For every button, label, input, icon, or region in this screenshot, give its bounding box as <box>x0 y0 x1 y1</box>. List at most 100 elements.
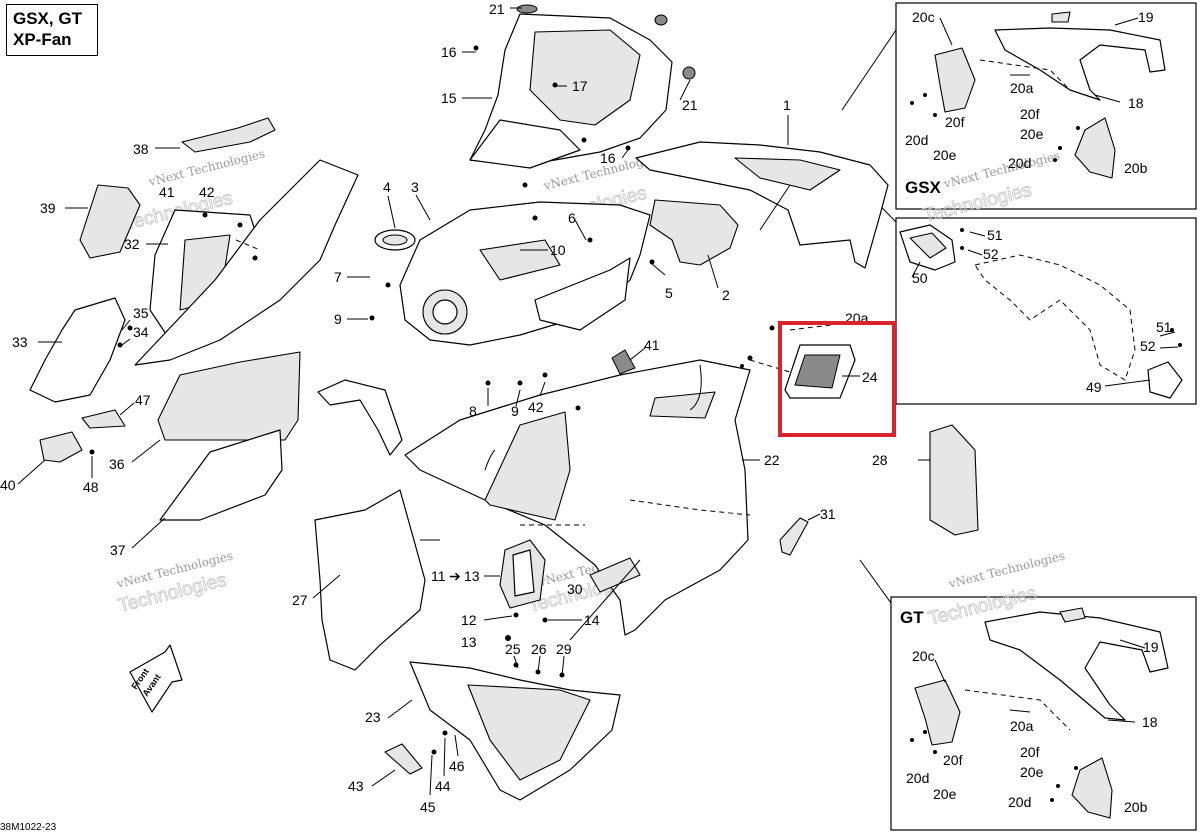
mirror-callout-50: 50 <box>912 270 928 286</box>
callout-41: 41 <box>644 337 660 353</box>
gsx-callout-20e-r: 20e <box>1020 126 1044 142</box>
gt-inset-title: GT <box>900 608 924 627</box>
grommet-part-21 <box>516 4 538 14</box>
assembly-dash-line <box>235 239 261 251</box>
assembly-arrow <box>689 364 702 411</box>
callout-48: 48 <box>83 479 99 495</box>
callout-22: 22 <box>764 452 780 468</box>
callout-46: 46 <box>449 758 465 774</box>
gt-callout-20f-l: 20f <box>943 752 963 768</box>
gt-callout-20d-l: 20d <box>906 770 929 786</box>
bottom-pan-inner <box>467 684 591 781</box>
callout-44: 44 <box>435 778 451 794</box>
marker-light-part-40 <box>39 431 83 463</box>
gsx-callout-19: 19 <box>1138 9 1154 25</box>
callout-42b: 42 <box>199 184 215 200</box>
assembly-arrow <box>484 449 496 471</box>
gsx-bracket-part-20c <box>934 47 976 113</box>
callout-16: 16 <box>441 44 457 60</box>
callout-12: 12 <box>461 612 477 628</box>
callout-1: 1 <box>783 97 791 113</box>
cowl-vent-strip <box>734 157 841 191</box>
gt-callout-18: 18 <box>1142 714 1158 730</box>
mirror-part-49 <box>1147 361 1183 399</box>
callout-35: 35 <box>133 305 149 321</box>
gsx-inset-pointer <box>841 29 897 111</box>
gsx-callout-20d-r: 20d <box>1008 155 1031 171</box>
grille-dashed-lead-2 <box>749 359 791 373</box>
callout-13b: 13 <box>461 634 477 650</box>
knee-pad-part-36 <box>157 351 301 441</box>
grommet-part-21b <box>654 14 668 26</box>
callout-43: 43 <box>348 778 364 794</box>
callout-21b: 21 <box>682 97 698 113</box>
lower-panel-part-27 <box>314 489 426 671</box>
vent-grille-part-24 <box>784 344 856 399</box>
callout-30: 30 <box>567 581 583 597</box>
callout-11-arrow: ➔ <box>449 568 461 584</box>
instrument-bezel-inner <box>529 29 641 126</box>
callout-47: 47 <box>135 392 151 408</box>
title-line-1: GSX, GT <box>13 9 82 28</box>
callout-42: 42 <box>528 399 544 415</box>
gt-callout-20e-r: 20e <box>1020 764 1044 780</box>
side-pad-part-39 <box>79 184 141 259</box>
console-gauge-inner <box>432 299 458 325</box>
grille-mesh <box>794 354 841 389</box>
gsx-callout-20f-l: 20f <box>945 114 965 130</box>
callout-25: 25 <box>505 641 521 657</box>
assembly-arrow <box>759 184 791 231</box>
gsx-clip <box>1051 11 1071 23</box>
gt-clip <box>1059 607 1086 623</box>
callout-labels: 21 16 15 17 21 16 1 2 4 3 6 10 7 9 5 8 9… <box>0 1 888 815</box>
callout-8: 8 <box>469 403 477 419</box>
clip-part-41 <box>611 349 636 375</box>
callout-2: 2 <box>722 287 730 303</box>
gt-inset-pointer <box>859 559 892 604</box>
callout-15: 15 <box>441 90 457 106</box>
trim-strip-part-31 <box>779 517 809 556</box>
callout-28: 28 <box>872 452 888 468</box>
gt-callout-20b: 20b <box>1124 799 1148 815</box>
gsx-taillight-cover-part-19 <box>994 27 1166 101</box>
cap-ring-inner <box>382 234 408 246</box>
callout-4: 4 <box>383 179 391 195</box>
rear-cap-part-28 <box>929 424 979 536</box>
highlight-label-24: 24 <box>862 369 878 385</box>
callout-38: 38 <box>133 141 149 157</box>
callout-31: 31 <box>820 506 836 522</box>
gsx-callout-20c: 20c <box>912 9 935 25</box>
grommet-part-21c <box>682 66 696 80</box>
callout-23: 23 <box>365 709 381 725</box>
highlight-box-part-24[interactable] <box>778 321 896 437</box>
callout-16b: 16 <box>600 150 616 166</box>
gt-callout-20f-r: 20f <box>1020 744 1040 760</box>
callout-39: 39 <box>40 200 56 216</box>
callout-11: 11 <box>431 568 446 584</box>
watermark-text: vNext Technologies <box>946 548 1066 591</box>
gsx-inset-content: 19 20c 20a 18 20f 20d 20e 20f 20e 20d 20… <box>905 9 1166 197</box>
title-line-2: XP-Fan <box>13 30 72 49</box>
gt-screw-dots <box>910 730 1078 802</box>
gt-callout-20d-r: 20d <box>1008 794 1031 810</box>
callout-33: 33 <box>12 334 28 350</box>
diagram-title-box: GSX, GT XP-Fan <box>6 4 98 56</box>
callout-21: 21 <box>489 1 505 17</box>
callout-14: 14 <box>584 612 600 628</box>
front-corner-part-33 <box>29 297 126 403</box>
callout-40: 40 <box>0 477 16 493</box>
callout-9: 9 <box>334 311 342 327</box>
watermark-text: vNext Technologies <box>146 146 266 189</box>
gsx-screw-dots <box>910 93 1080 162</box>
callout-27: 27 <box>292 592 308 608</box>
hardware-dots <box>89 45 775 755</box>
callout-10: 10 <box>550 242 566 258</box>
mirror-inset-content: 51 52 50 51 52 49 <box>899 224 1183 399</box>
lower-left-panel-part-37 <box>159 429 283 521</box>
gt-dash <box>964 689 1071 731</box>
gsx-callout-18: 18 <box>1128 95 1144 111</box>
mirror-callout-49: 49 <box>1086 379 1102 395</box>
gsx-callout-20f-r: 20f <box>1020 106 1040 122</box>
drawing-code: 38M1022-23 <box>0 822 57 833</box>
callout-7: 7 <box>334 269 342 285</box>
